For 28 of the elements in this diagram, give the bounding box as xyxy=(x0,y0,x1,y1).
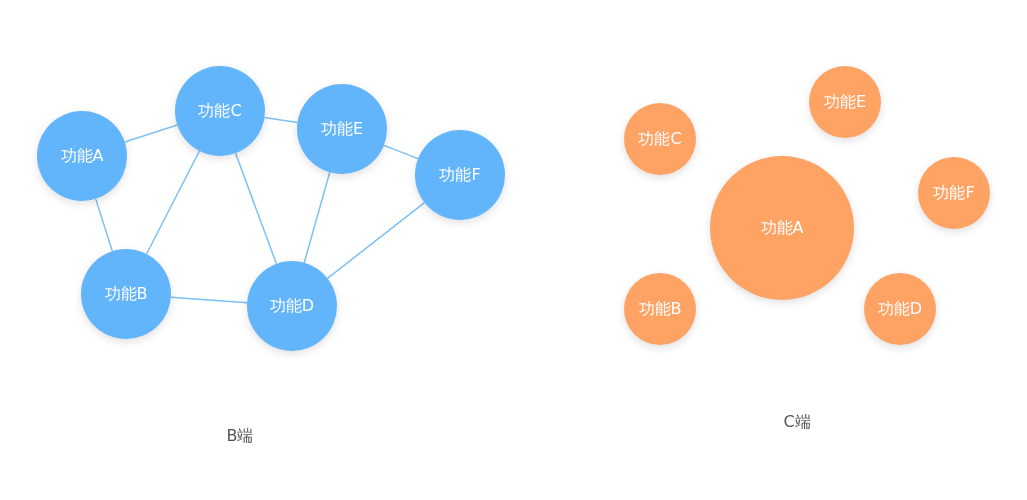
node-label: 功能B xyxy=(104,283,148,305)
node-label: 功能B xyxy=(638,298,682,320)
circle-node xyxy=(624,103,696,175)
node-label: 功能A xyxy=(60,145,104,167)
circle-node xyxy=(864,273,936,345)
circle-node xyxy=(624,273,696,345)
circle-node xyxy=(809,66,881,138)
connector-line xyxy=(145,150,201,255)
connector-line xyxy=(326,201,426,280)
node-label: 功能D xyxy=(877,298,923,320)
circle-node xyxy=(918,157,990,229)
connector-line xyxy=(383,144,419,160)
node-label: 功能E xyxy=(823,91,867,113)
group-caption: B端 xyxy=(226,426,254,447)
group-caption: C端 xyxy=(783,412,811,433)
connector-line xyxy=(263,116,299,124)
node-label: 功能F xyxy=(933,182,975,204)
connector-line xyxy=(94,198,114,252)
node-label: 功能C xyxy=(198,100,242,122)
node-label: 功能D xyxy=(269,295,315,317)
connector-line xyxy=(124,124,178,143)
connector-line xyxy=(170,296,248,304)
connector-line xyxy=(234,152,278,265)
node-label: 功能E xyxy=(320,118,364,140)
node-label: 功能A xyxy=(760,217,804,239)
connector-line xyxy=(303,171,331,264)
node-label: 功能C xyxy=(638,128,682,150)
node-label: 功能F xyxy=(439,164,481,186)
